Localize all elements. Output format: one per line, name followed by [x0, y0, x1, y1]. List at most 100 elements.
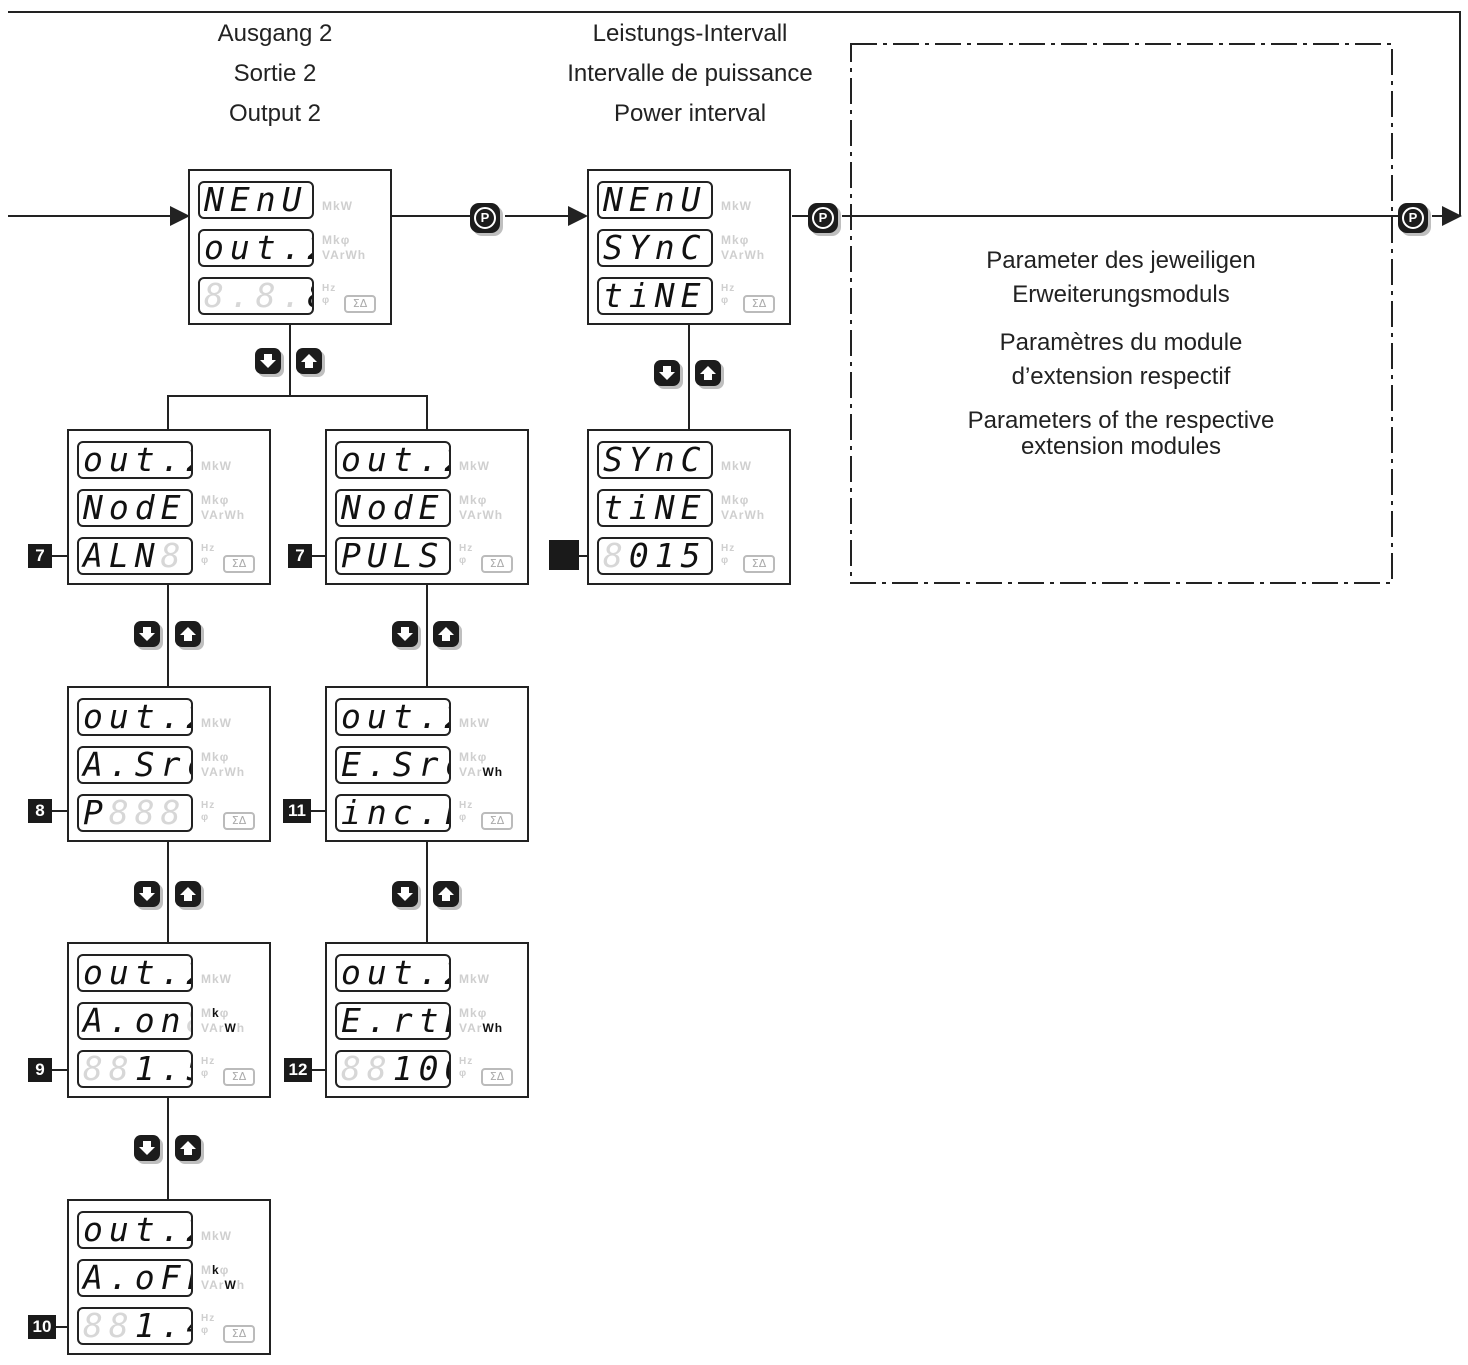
p-key-icon: P: [1398, 203, 1428, 233]
lcd-digit: .: [108, 1002, 135, 1040]
lcd-digit: r: [418, 746, 445, 784]
lcd-row-1: out.2: [77, 698, 193, 736]
lcd-digit: S: [418, 537, 445, 575]
lcd-digit: t: [392, 441, 419, 479]
lcd-digit: C: [680, 441, 707, 479]
lcd-digit: 0: [445, 1052, 450, 1086]
unit-text: VAr: [322, 248, 346, 262]
unit-text: h: [494, 765, 504, 779]
sigma-delta-icon: ΣΔ: [223, 1325, 255, 1343]
unit-text: MkW: [721, 199, 752, 213]
lcd-digit: 1: [134, 1307, 161, 1345]
unit-text: k: [470, 1006, 478, 1020]
sigma-delta-icon: ΣΔ: [481, 1068, 513, 1086]
unit-text: W: [224, 765, 237, 779]
unit-text: k: [212, 750, 220, 764]
lcd-digit: r: [392, 1002, 419, 1040]
lcd-digit: P: [83, 794, 109, 832]
sigma-delta-icon: ΣΔ: [743, 295, 775, 313]
lcd-digit: d: [134, 489, 161, 527]
lcd-digit: N: [654, 277, 681, 315]
lcd-digit: i: [628, 277, 655, 315]
lcd-digit: i: [341, 794, 367, 832]
unit-text: M: [721, 493, 732, 507]
lcd-digit: 8: [187, 1004, 192, 1038]
note-line-en: Parameters of the respective: [967, 407, 1275, 434]
lcd-digit: .: [108, 1259, 135, 1297]
sigma-delta-icon: ΣΔ: [223, 812, 255, 830]
lcd-digit: 0: [628, 537, 655, 575]
unit-label-row1: MkW: [322, 199, 353, 214]
lcd-digit: 2: [187, 956, 192, 990]
down-arrow-key-icon: [134, 1135, 160, 1161]
lcd-digit: 8: [108, 1307, 135, 1345]
lcd-digit: .: [418, 794, 445, 832]
lcd-digit: r: [160, 746, 187, 784]
lcd-digit: S: [603, 441, 629, 479]
extension-module-frame: [850, 43, 1393, 584]
lcd-digit: t: [603, 277, 629, 315]
lcd-digit: E: [341, 1002, 367, 1040]
p-key-icon: P: [470, 203, 500, 233]
note-line-fr: d’extension respectif: [1011, 363, 1231, 390]
lcd-digit: n: [654, 229, 681, 267]
lcd-row-3: PULS: [335, 537, 451, 575]
lcd-digit: E: [628, 181, 655, 219]
lcd-row-3: inc.L: [335, 794, 451, 832]
lcd-digit: 1: [654, 537, 681, 575]
lcd-digit: 2: [187, 700, 192, 734]
lcd-digit: u: [108, 441, 135, 479]
lcd-digit: c: [187, 748, 192, 782]
down-arrow-key-icon: [392, 621, 418, 647]
lcd-digit: u: [108, 954, 135, 992]
lcd-row-3: 881.40: [77, 1307, 193, 1345]
lcd-digit: N: [83, 489, 109, 527]
heading-line: Output 2: [228, 100, 322, 127]
unit-text: VAr: [201, 765, 225, 779]
unit-text: φ: [322, 295, 331, 306]
unit-text: MkW: [459, 972, 490, 986]
unit-text: φ: [201, 555, 210, 566]
unit-text: h: [494, 508, 504, 522]
lcd-digit: 2: [187, 1213, 192, 1247]
step-number-badge: 7: [288, 544, 312, 568]
lcd-digit: 1: [134, 1050, 161, 1088]
down-arrow-key-icon: [134, 881, 160, 907]
unit-text: MkW: [201, 1229, 232, 1243]
unit-text: φ: [201, 1068, 210, 1079]
up-arrow-key-icon: [433, 881, 459, 907]
lcd-digit: L: [108, 537, 135, 575]
step-number-badge: 12: [284, 1058, 312, 1082]
note-line-de: Erweiterungsmoduls: [1012, 281, 1230, 308]
unit-label-row1: MkW: [459, 972, 490, 987]
lcd-digit: .: [160, 698, 187, 736]
lcd-digit: t: [134, 1211, 161, 1249]
lcd-row-1: out.2: [335, 441, 451, 479]
step-marker-square: [549, 540, 579, 570]
unit-text: W: [482, 508, 495, 522]
lcd-digit: N: [204, 181, 230, 219]
lcd-digit: o: [83, 441, 109, 479]
unit-label-row1: MkW: [201, 1229, 232, 1244]
lcd-digit: u: [366, 441, 393, 479]
lcd-digit: A: [83, 746, 109, 784]
branch-line: [167, 395, 428, 430]
lcd-digit: o: [134, 1259, 161, 1297]
lcd-row-2: NodE: [77, 489, 193, 527]
lcd-digit: E: [680, 489, 707, 527]
lcd-digit: 8: [308, 279, 313, 313]
lcd-row-2: tiNE: [597, 489, 713, 527]
lcd-row-1: out.2: [335, 954, 451, 992]
lcd-digit: E: [341, 746, 367, 784]
unit-text: VAr: [459, 765, 483, 779]
lcd-digit: 5: [680, 537, 707, 575]
unit-text: W: [345, 248, 358, 262]
unit-text: φ: [459, 555, 468, 566]
